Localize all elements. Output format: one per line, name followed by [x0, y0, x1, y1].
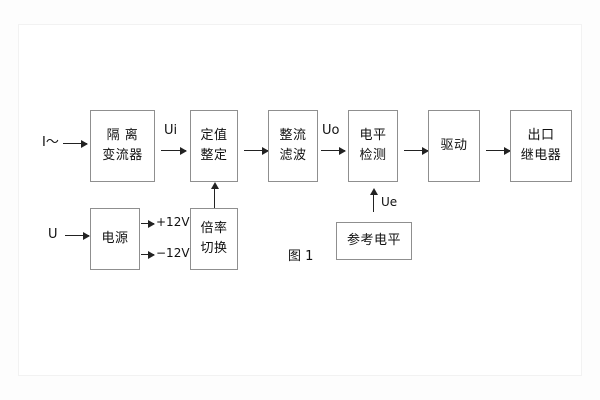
block-level-detect[interactable]: 电平 检测: [348, 110, 398, 182]
block-level-detect-line-2: 检测: [359, 148, 387, 163]
ue-signal-label: Ue: [381, 195, 398, 209]
arrow-multiplier-to-setpoint: [210, 182, 219, 208]
arrow-supply-positive: [141, 219, 155, 228]
block-setpoint-line-1: 定值: [200, 127, 228, 143]
block-reference-level-line-1: 参考电平: [346, 232, 401, 248]
ui-signal-label: Ui: [164, 123, 178, 138]
voltage-input-label: U: [48, 227, 58, 242]
block-power-supply[interactable]: 电源: [90, 208, 140, 270]
block-setpoint-line-2: 整定: [200, 148, 228, 163]
block-rectify-filter-line-1: 整流: [279, 127, 307, 143]
arrow-drive-to-output-relay: [486, 146, 511, 155]
block-rectify-filter-line-2: 滤波: [279, 148, 307, 163]
arrow-reference-to-level-detect: [369, 188, 378, 212]
block-multiplier-switch-line-1: 倍率: [200, 220, 228, 236]
block-isolation-ct-line-1: 隔 离: [106, 127, 139, 143]
block-drive-line-1: 驱动: [440, 137, 468, 153]
block-multiplier-switch[interactable]: 倍率 切换: [190, 208, 238, 270]
arrow-setpoint-to-rectify: [244, 146, 269, 155]
block-power-supply-line-1: 电源: [101, 230, 129, 246]
current-input-label: I～: [42, 135, 59, 150]
arrow-current-to-isolation: [63, 139, 88, 148]
block-isolation-ct-line-2: 变流器: [102, 148, 143, 163]
arrow-voltage-to-power-supply: [65, 231, 90, 240]
block-rectify-filter[interactable]: 整流 滤波: [268, 110, 318, 182]
arrow-supply-negative: [141, 250, 155, 259]
block-output-relay-line-1: 出口: [527, 127, 555, 143]
uo-signal-label: Uo: [322, 123, 340, 138]
block-setpoint[interactable]: 定值 整定: [190, 110, 238, 182]
block-reference-level[interactable]: 参考电平: [336, 222, 412, 260]
figure-caption: 图 1: [288, 249, 314, 264]
block-drive[interactable]: 驱动: [428, 110, 480, 182]
arrow-level-detect-to-drive: [404, 146, 429, 155]
block-output-relay[interactable]: 出口 继电器: [510, 110, 572, 182]
supply-negative-label: −12V: [156, 246, 190, 260]
supply-positive-label: +12V: [156, 215, 190, 229]
block-output-relay-line-2: 继电器: [520, 148, 562, 163]
block-level-detect-line-1: 电平: [359, 127, 387, 143]
block-isolation-ct[interactable]: 隔 离 变流器: [90, 110, 155, 182]
arrow-rectify-to-level-detect: [321, 146, 346, 155]
figure-frame: [18, 24, 582, 376]
arrow-isolation-to-setpoint: [161, 146, 187, 155]
block-multiplier-switch-line-2: 切换: [200, 241, 228, 256]
